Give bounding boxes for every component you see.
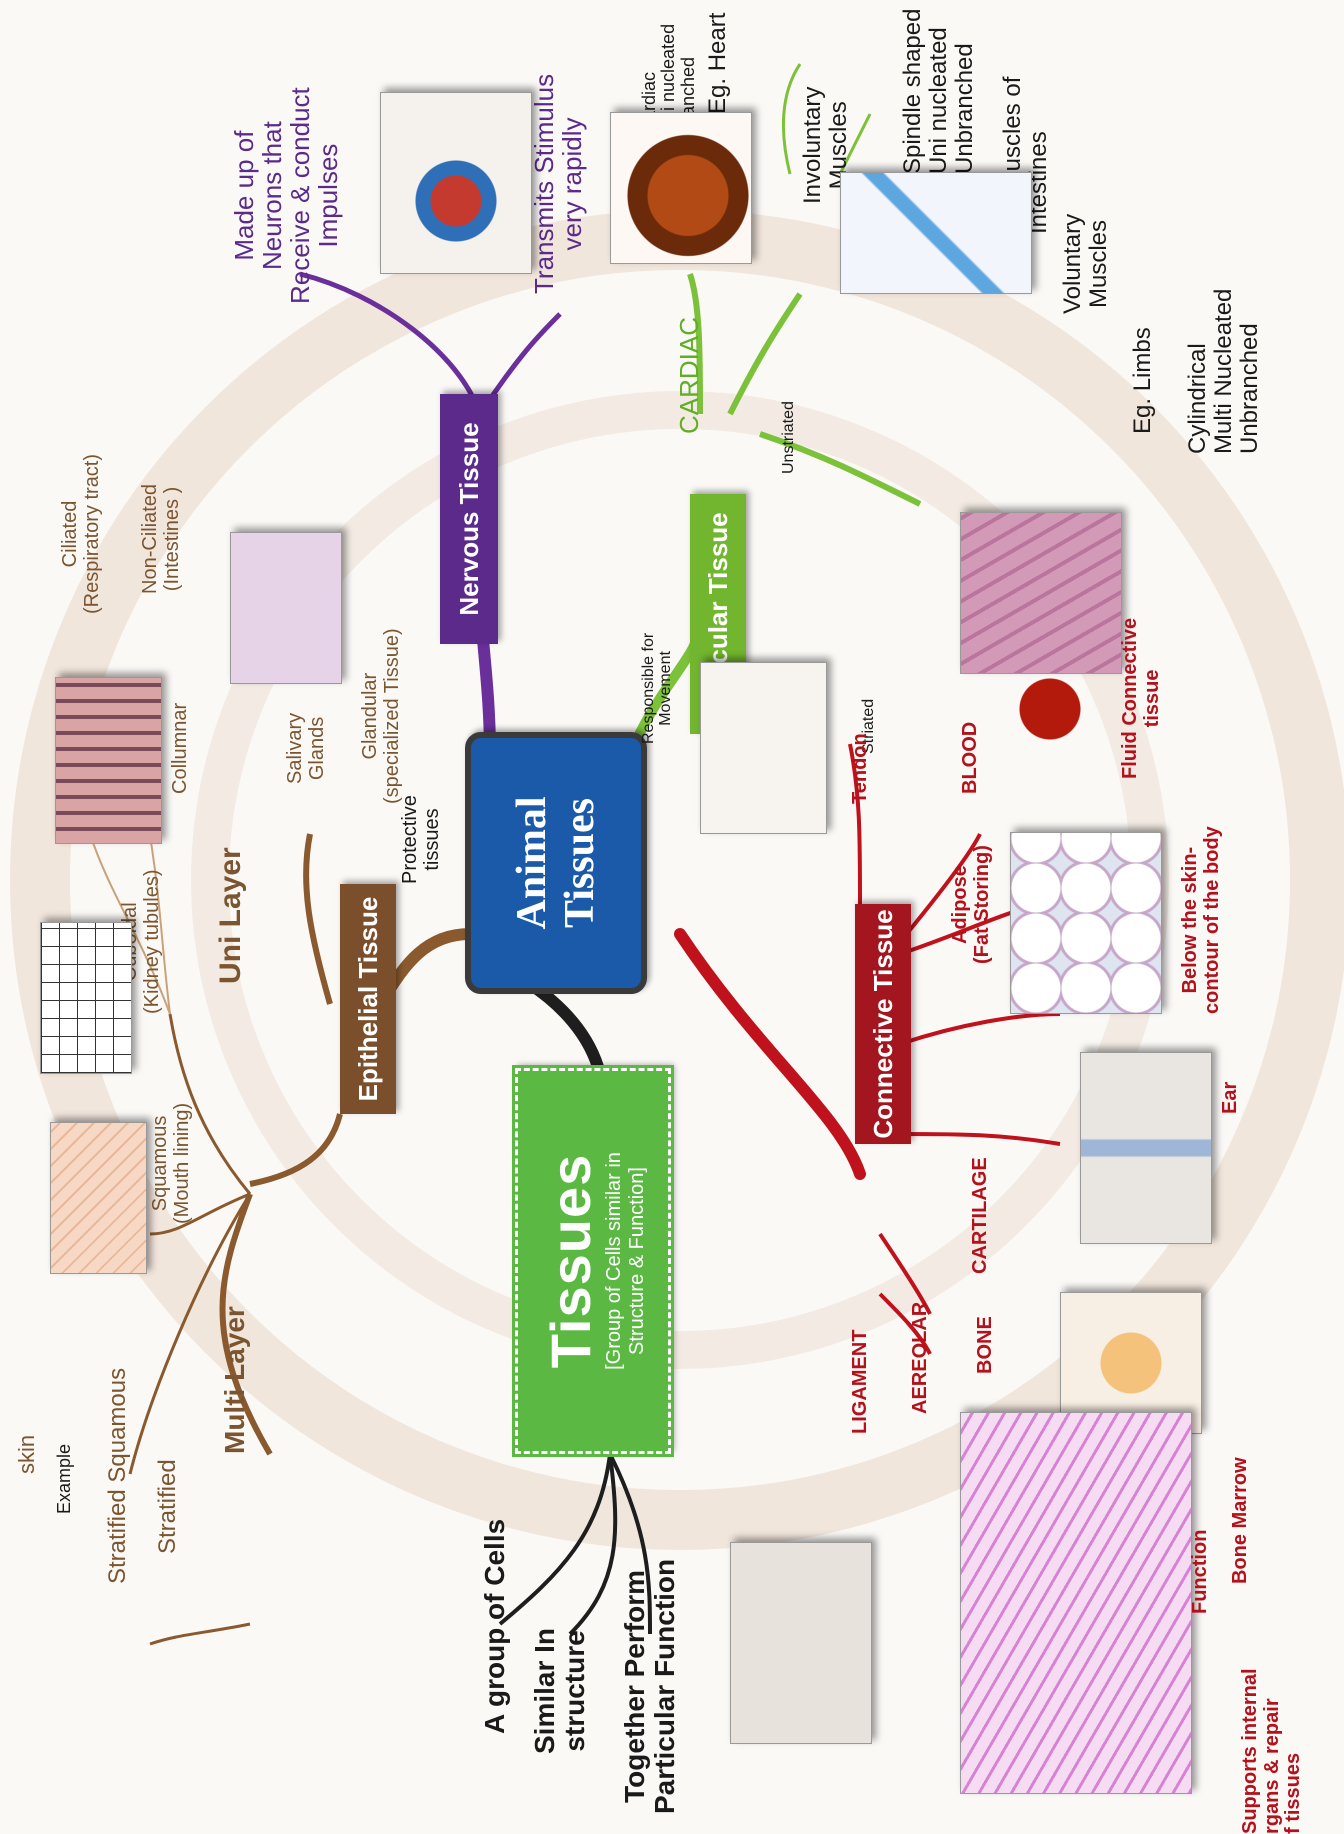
squamous-label: Squamous (Mouth lining)	[149, 1102, 193, 1224]
nervous-label: Nervous Tissue	[453, 422, 484, 616]
ligament-image	[730, 1542, 872, 1744]
link-def	[498, 1453, 612, 1626]
def-group-of-cells: A group of Cells	[479, 1518, 510, 1734]
epithelial-label: Epithelial Tissue	[352, 896, 383, 1102]
squamous-image	[50, 1122, 147, 1274]
stratified-label: Stratified	[154, 1459, 181, 1554]
connective-tissue-node: Connective Tissue	[855, 904, 911, 1144]
skin-label: skin	[14, 1434, 39, 1474]
cartilage-label: CARTILAGE	[969, 1157, 991, 1274]
salivary-glands-label: Salivary Glands	[284, 712, 328, 784]
function-label: Function	[1189, 1529, 1211, 1614]
tissues-subtitle: [Group of Cells similar in Structure & F…	[602, 1152, 648, 1370]
aereolar-image	[960, 1412, 1192, 1794]
cardiac-example: Eg. Heart	[704, 12, 731, 114]
nervous-tissue-node: Nervous Tissue	[440, 394, 498, 644]
smooth-muscle-image	[840, 172, 1032, 294]
animal-tissues-node: Animal Tissues	[465, 732, 647, 994]
protective-tissues: Protective tissues	[399, 795, 443, 884]
heart-image	[610, 112, 752, 264]
cuboidal-image	[40, 922, 132, 1074]
blood-label: BLOOD	[959, 721, 981, 794]
responsible-for-movement: Responsible for Movement	[640, 632, 675, 744]
non-ciliated-label: Non-Ciliated (Intestines )	[139, 483, 183, 594]
function-desc: Supports internal rgans & repair f tissu…	[1239, 1668, 1305, 1834]
multi-layer-label: Multi Layer	[219, 1306, 250, 1454]
aereolar-label: AEREOLAR	[909, 1301, 931, 1414]
bone-label: BONE	[974, 1316, 996, 1374]
glandular-label: Glandular (specialized Tissue)	[359, 628, 403, 804]
striated-props: Cylindrical Multi Nucleated Unbranched	[1184, 288, 1263, 454]
skeletal-muscle-image	[960, 512, 1122, 674]
animal-tissues-label: Animal Tissues	[509, 796, 603, 930]
nervous-desc-neurons: Made up of Neurons that Receive & conduc…	[229, 87, 344, 304]
link-connective	[674, 928, 866, 1180]
bone-marrow-label: Bone Marrow	[1229, 1457, 1251, 1584]
cardiac-label: CARDIAC	[674, 316, 704, 434]
cartilage-image	[1080, 1052, 1212, 1244]
voluntary-muscles: Voluntary Muscles	[1059, 213, 1112, 314]
neuron-image	[380, 92, 532, 274]
adipose-label: Adipose (Fat Storing)	[949, 845, 993, 964]
def-perform-function: Together Perform Particular Function	[619, 1558, 681, 1814]
adipose-location: Below the skin- contour of the body	[1179, 826, 1223, 1014]
glandular-image	[230, 532, 342, 684]
def-similar-structure: Similar In structure	[529, 1627, 591, 1754]
fluid-connective-label: Fluid Connective tissue	[1119, 617, 1163, 779]
blood-drop-image	[990, 654, 1090, 764]
columnar-label: Collumnar	[169, 702, 191, 794]
epithelial-tissue-node: Epithelial Tissue	[340, 884, 396, 1114]
tissues-title: Tissues	[538, 1153, 602, 1369]
stratified-squamous-label: Stratified Squamous	[104, 1367, 131, 1584]
connective-label: Connective Tissue	[867, 909, 898, 1139]
uni-layer-label: Uni Layer	[214, 847, 247, 984]
link-tissues-center	[524, 978, 606, 1080]
adipose-image	[1010, 832, 1162, 1014]
tendon-image	[700, 662, 827, 834]
tissues-box: Tissues [Group of Cells similar in Struc…	[513, 1060, 673, 1462]
unstriated-label: Unstriated	[780, 401, 797, 474]
columnar-image	[55, 677, 162, 844]
ciliated-label: Ciliated (Respiratory tract)	[59, 453, 103, 614]
ligament-label: LIGAMENT	[849, 1329, 871, 1434]
unstriated-props: Spindle shaped Uni nucleated Unbranched	[899, 8, 978, 174]
striated-example: Eg. Limbs	[1129, 327, 1156, 434]
nervous-desc-transmit: Transmits Stimulus very rapidly	[529, 73, 588, 294]
tendon-label: Tendon	[849, 733, 871, 804]
example-label: Example	[54, 1443, 74, 1514]
ear-label: Ear	[1219, 1081, 1241, 1114]
